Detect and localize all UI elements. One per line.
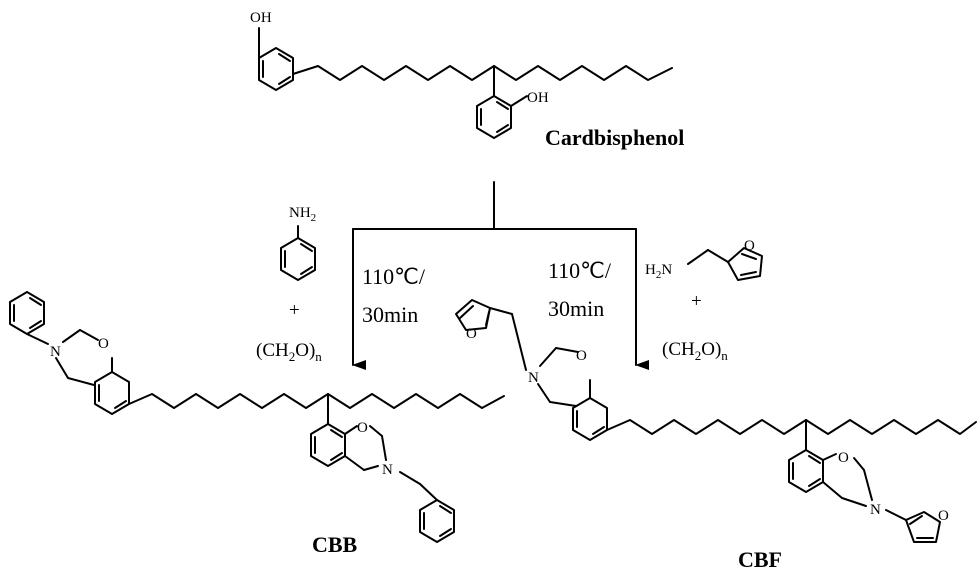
cbf-molecule bbox=[455, 299, 977, 543]
cbb-benzo-ring-right bbox=[310, 423, 346, 467]
cbf-o-atom-left: O bbox=[576, 348, 587, 364]
alkyl-chain-left bbox=[292, 65, 495, 81]
furfurylamine-molecule bbox=[687, 247, 763, 281]
cbb-molecule bbox=[9, 291, 505, 543]
oh-label-ring: OH bbox=[527, 90, 549, 106]
cbb-n-atom-right: N bbox=[382, 462, 393, 478]
reaction-arrows bbox=[352, 181, 649, 370]
cbb-chain-right bbox=[327, 393, 505, 409]
furfurylamine-h2n-label: H2N bbox=[645, 262, 672, 281]
oh-label-top: OH bbox=[250, 10, 272, 26]
furan-ring-reagent bbox=[727, 247, 763, 281]
cbb-benzo-ring-left bbox=[94, 371, 130, 415]
cardbisphenol-molecule bbox=[258, 27, 673, 139]
product-label-cbf: CBF bbox=[738, 547, 782, 572]
condition-temp-right: 110℃/ bbox=[548, 258, 612, 283]
aniline-ring bbox=[280, 237, 316, 281]
cbf-furan-o-bottom: O bbox=[938, 508, 949, 524]
cbf-chain-left bbox=[606, 419, 807, 435]
cbb-o-atom-right: O bbox=[357, 420, 368, 436]
cbf-benzo-ring-left bbox=[572, 397, 608, 441]
condition-time-left: 30min bbox=[362, 302, 418, 327]
cbb-o-atom-left: O bbox=[98, 336, 109, 352]
plus-sign-left: + bbox=[289, 300, 300, 321]
condition-temp-left: 110℃/ bbox=[362, 264, 426, 289]
furan-o-reagent: O bbox=[744, 238, 755, 254]
phenol-ring-lower bbox=[476, 95, 512, 139]
product-label-cbb: CBB bbox=[312, 532, 358, 557]
reactant-name: Cardbisphenol bbox=[545, 125, 684, 150]
paraformaldehyde-right: (CH2O)n bbox=[662, 339, 728, 363]
cbf-n-atom-left: N bbox=[528, 370, 539, 386]
cbf-furan-bottom bbox=[905, 511, 941, 543]
cbf-chain-right bbox=[805, 419, 977, 435]
cbf-benzo-ring-right bbox=[788, 449, 824, 493]
condition-time-right: 30min bbox=[548, 296, 604, 321]
cbf-furan-o-top: O bbox=[466, 326, 477, 342]
cbb-n-atom-left: N bbox=[50, 344, 61, 360]
cbf-furan-top bbox=[455, 299, 491, 331]
paraformaldehyde-left: (CH2O)n bbox=[256, 340, 322, 364]
cbf-o-atom-right: O bbox=[838, 450, 849, 466]
cbb-chain-left bbox=[128, 393, 329, 409]
cbf-n-atom-right: N bbox=[870, 502, 881, 518]
aniline-molecule bbox=[280, 225, 316, 281]
plus-sign-right: + bbox=[691, 291, 702, 312]
alkyl-chain-right bbox=[493, 65, 673, 81]
phenol-ring-top bbox=[258, 47, 294, 91]
cbb-phenyl-bottom bbox=[419, 499, 455, 543]
aniline-nh2-label: NH2 bbox=[289, 205, 316, 224]
cbb-phenyl-top bbox=[9, 291, 45, 335]
